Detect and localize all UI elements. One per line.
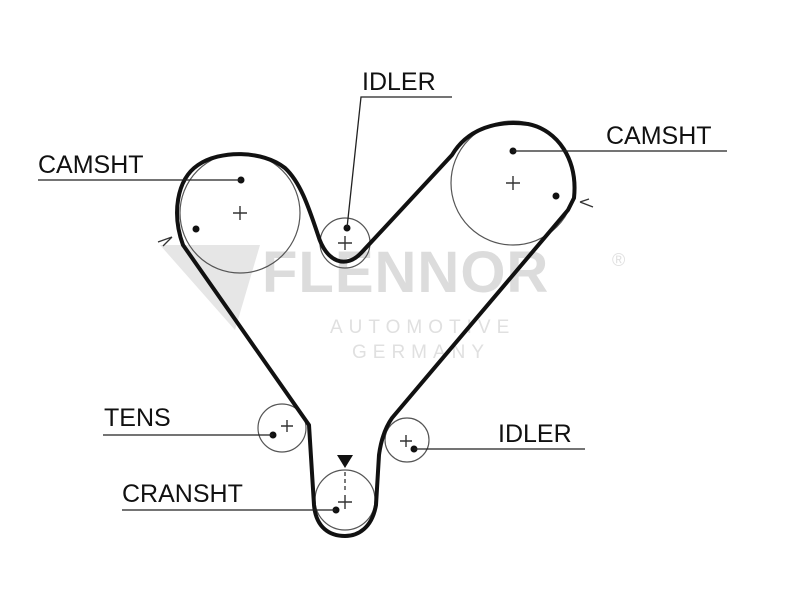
- right-arrow-mark: [579, 198, 594, 208]
- dot-camshaft-right-mark: [552, 192, 560, 200]
- center-idler-top: [338, 236, 352, 250]
- watermark-line1: AUTOMOTIVE: [330, 317, 515, 338]
- label-idler-top: IDLER: [362, 68, 436, 96]
- center-crankshaft: [338, 495, 352, 509]
- label-camshaft-left: CAMSHT: [38, 151, 144, 179]
- label-camshaft-right: CAMSHT: [606, 122, 712, 150]
- pulley-centers: [233, 176, 520, 509]
- watermark-brand: FLENNOR: [262, 240, 549, 305]
- label-cranksht: CRANSHT: [122, 480, 243, 508]
- pulley-tensioner: [257, 403, 307, 453]
- center-camshaft-left: [233, 206, 247, 220]
- label-tens: TENS: [104, 404, 171, 432]
- center-idler-right: [400, 435, 412, 447]
- pulley-idler-right: [384, 417, 430, 463]
- watermark-line2: GERMANY: [352, 342, 490, 363]
- left-arrow-mark: [157, 236, 173, 247]
- leader-idler-top: [346, 96, 452, 229]
- center-tensioner: [281, 420, 293, 432]
- crank-timing-mark: [337, 455, 353, 468]
- timing-belt: [175, 121, 577, 538]
- watermark: FLENNOR ® AUTOMOTIVE GERMANY: [160, 240, 625, 363]
- watermark-registered: ®: [612, 250, 625, 270]
- center-camshaft-right: [506, 176, 520, 190]
- watermark-logo-mark: [160, 245, 260, 330]
- dot-camshaft-left-mark: [192, 225, 200, 233]
- label-idler-right: IDLER: [498, 420, 572, 448]
